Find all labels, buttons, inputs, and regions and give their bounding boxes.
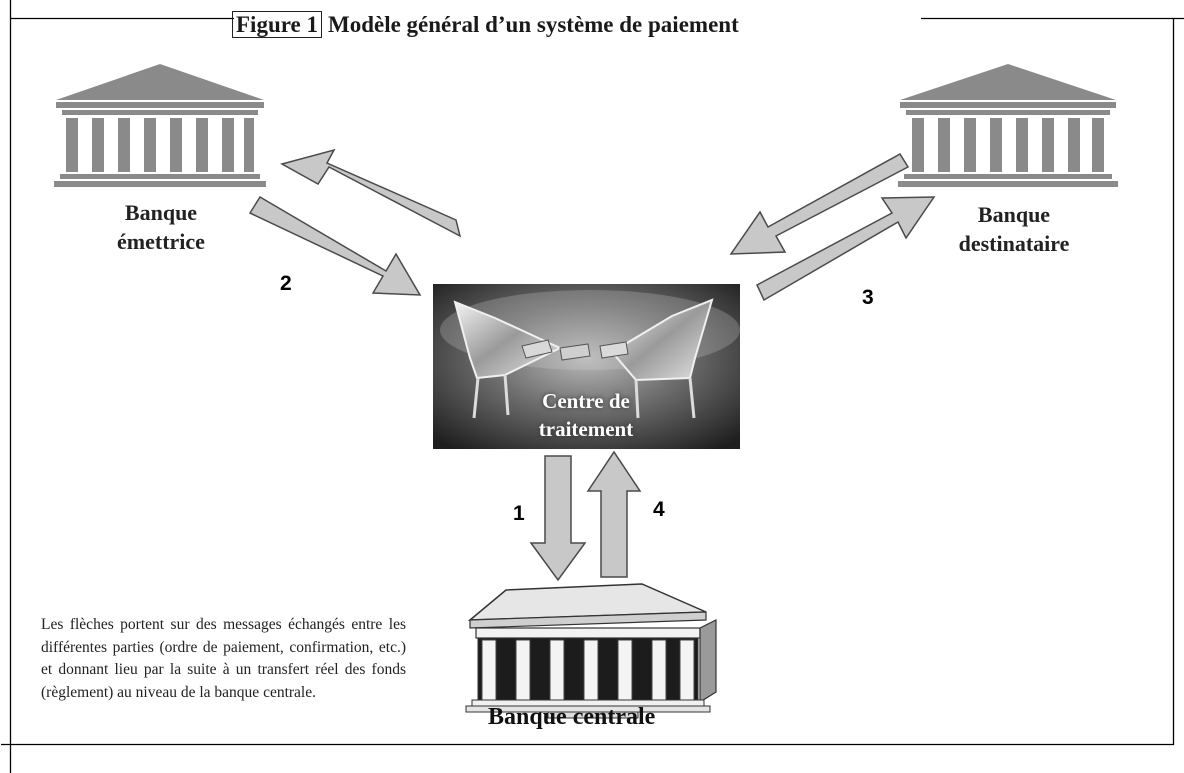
central-bank-label: Banque centrale [488, 704, 656, 730]
arrow-issuing-to-center [248, 195, 422, 296]
figure-number: Figure 1 [232, 11, 322, 38]
arrow-central-bank-to-center [586, 450, 642, 578]
issuing-bank-icon [54, 64, 266, 187]
destination-bank-icon [898, 64, 1118, 187]
explanatory-note-text: Les flèches portent sur des messages éch… [41, 616, 406, 701]
explanatory-note: Les flèches portent sur des messages éch… [41, 614, 406, 704]
issuing-bank-label-line1: Banque [124, 200, 198, 225]
destination-bank-label-line2: destinataire [958, 231, 1070, 256]
processing-center-label-line1: Centre de [542, 389, 630, 413]
arrow-destination-to-center [729, 152, 910, 255]
destination-bank-label: Banque destinataire [924, 200, 1104, 258]
flow-label-3: 3 [862, 286, 874, 309]
issuing-bank-label: Banque émettrice [86, 198, 236, 256]
processing-center-label-line2: traitement [538, 417, 634, 441]
arrow-center-to-destination [756, 196, 936, 302]
money-transfer-icon [521, 339, 629, 361]
figure-title-text: Modèle général d’un système de paiement [327, 12, 739, 37]
issuing-bank-label-line2: émettrice [117, 229, 205, 254]
left-monitor-icon [453, 300, 563, 419]
central-bank-icon [465, 583, 717, 719]
processing-center-image [433, 284, 740, 449]
processing-center-label: Centre de traitement [486, 387, 686, 443]
arrow-center-to-central-bank [529, 455, 587, 582]
flow-label-2: 2 [280, 272, 292, 295]
flow-label-4: 4 [653, 498, 665, 521]
flow-label-1: 1 [513, 502, 525, 525]
right-monitor-icon [610, 298, 714, 419]
arrow-center-to-issuing [280, 148, 462, 238]
destination-bank-label-line1: Banque [977, 202, 1051, 227]
